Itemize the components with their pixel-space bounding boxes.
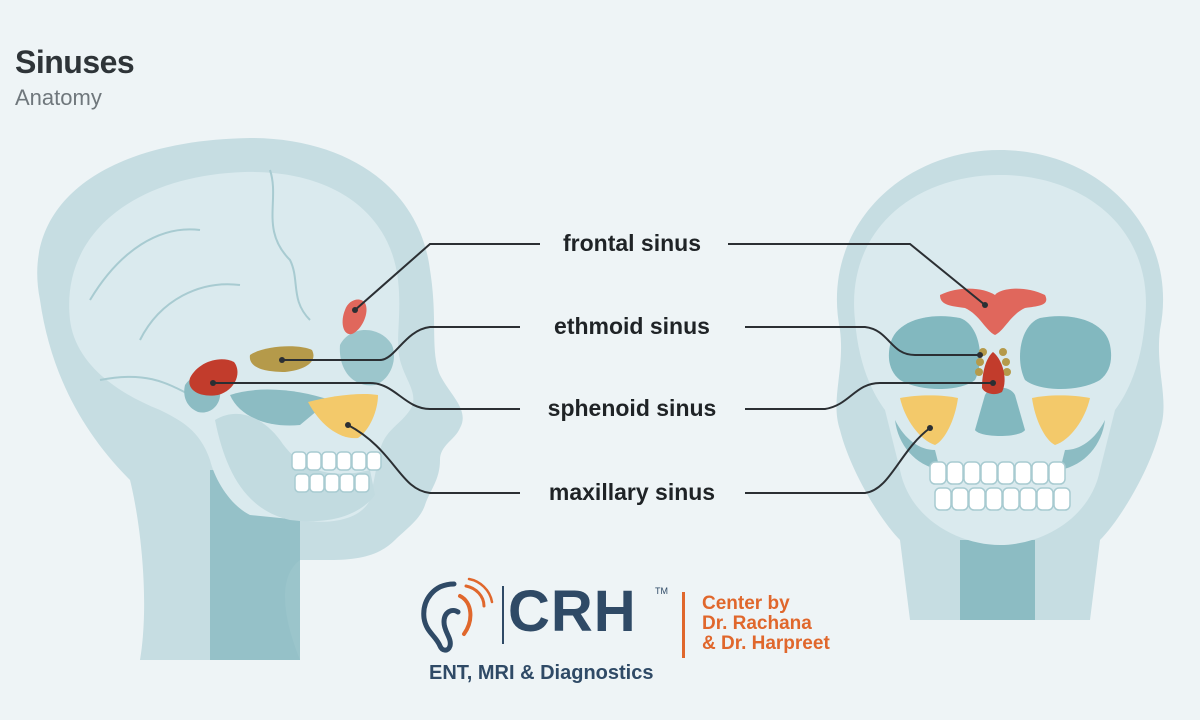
leader-lines: [213, 243, 993, 494]
front-nasal-cavity: [975, 387, 1025, 436]
ear-logo-icon: [421, 577, 494, 653]
side-teeth: [291, 451, 382, 493]
front-maxillary-sinus-left: [900, 395, 958, 445]
title-block: Sinuses Anatomy: [15, 44, 135, 111]
sphenoid-sinus-label: sphenoid sinus: [547, 395, 717, 421]
leader-dots: [210, 302, 996, 431]
front-frontal-sinus: [940, 288, 1047, 335]
front-cheek-left: [895, 420, 940, 470]
brand-trademark: TM: [655, 586, 668, 596]
frontal-leader-left: [354, 243, 540, 311]
center-line-3: & Dr. Harpreet: [702, 633, 830, 654]
side-frontal-sinus: [342, 299, 367, 335]
front-maxillary-sinus-right: [1032, 395, 1090, 445]
center-text: Center by Dr. Rachana & Dr. Harpreet: [702, 594, 830, 654]
center-line-2: Dr. Rachana: [702, 613, 812, 634]
side-cheekbone: [230, 389, 330, 426]
logo-divider-2: [682, 592, 685, 658]
center-line-1: Center by: [702, 593, 790, 614]
side-suture-2: [89, 228, 201, 301]
maxillary-leader-right: [745, 427, 931, 494]
frontal-leader-right: [728, 243, 986, 306]
side-sphenoid-sinus: [189, 359, 238, 396]
side-suture-3: [139, 283, 241, 341]
sphenoid-leader-left: [213, 382, 520, 410]
front-eye-socket-left: [888, 316, 980, 389]
maxillary-sinus-label: maxillary sinus: [548, 479, 716, 505]
front-head: [836, 150, 1164, 620]
brand-tagline: ENT, MRI & Diagnostics: [429, 662, 654, 684]
logo-divider-1: [502, 586, 504, 644]
side-suture-1: [269, 169, 311, 321]
ethmoid-leader-left: [282, 326, 520, 361]
front-eye-socket-right: [1020, 316, 1112, 389]
ethmoid-leader-right: [745, 326, 980, 356]
ethmoid-sinus-label: ethmoid sinus: [554, 313, 710, 339]
page-title: Sinuses: [15, 44, 135, 80]
page-subtitle: Anatomy: [15, 85, 102, 110]
side-eye-socket: [339, 330, 395, 386]
side-maxillary-sinus: [308, 393, 378, 439]
front-neck: [960, 540, 1035, 620]
sphenoid-leader-right: [745, 382, 993, 410]
crh-logo: CRH TM Center by Dr. Rachana & Dr. Harpr…: [412, 576, 872, 686]
side-skull: [69, 171, 414, 522]
front-cheek-right: [1060, 420, 1105, 470]
front-teeth: [929, 461, 1071, 511]
frontal-sinus-label: frontal sinus: [562, 230, 702, 256]
brand-name: CRH: [508, 579, 637, 644]
side-head: [37, 138, 463, 660]
maxillary-leader-left: [347, 424, 520, 494]
